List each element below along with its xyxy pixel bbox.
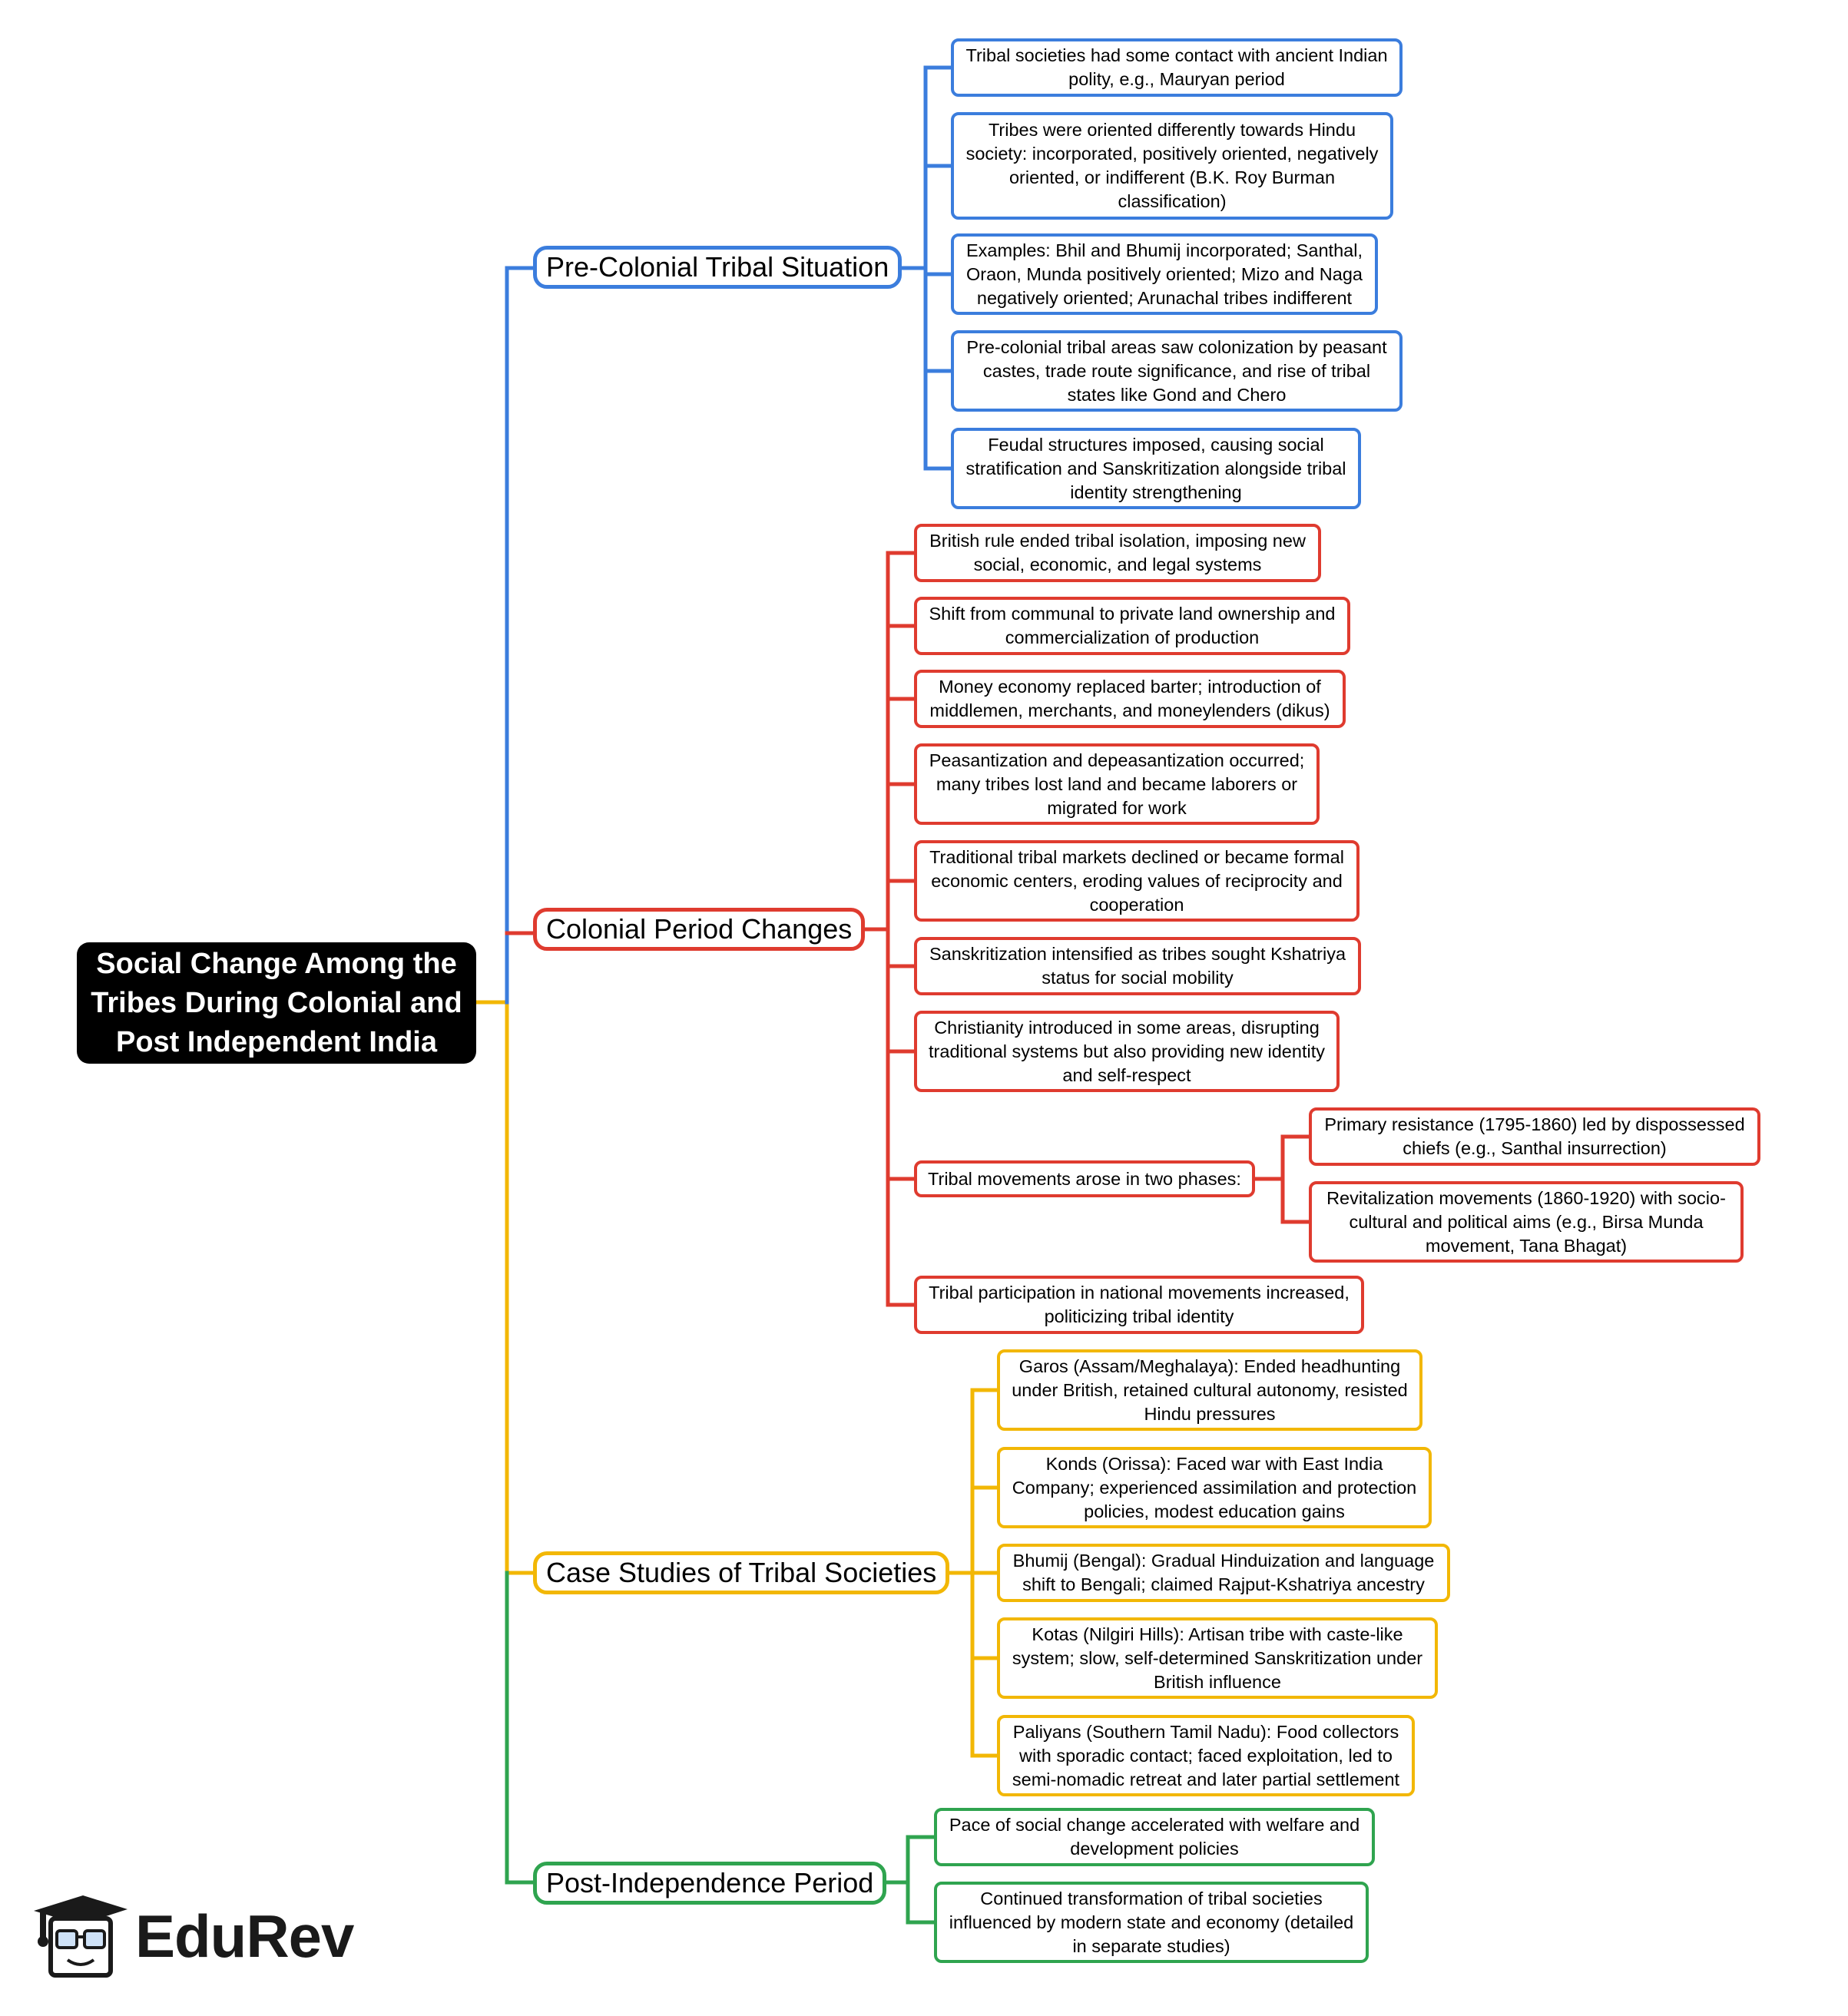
pre-colonial-item: Tribal societies had some contact with a…: [951, 38, 1403, 97]
pre-colonial-item: Feudal structures imposed, causing socia…: [951, 428, 1361, 509]
case-study-item: Garos (Assam/Meghalaya): Ended headhunti…: [997, 1349, 1422, 1431]
graduation-cap-icon: [34, 1895, 128, 1978]
movement-phase-item: Primary resistance (1795-1860) led by di…: [1309, 1107, 1760, 1166]
colonial-item: Money economy replaced barter; introduct…: [914, 670, 1346, 728]
colonial-item: Tribal participation in national movemen…: [914, 1276, 1364, 1334]
colonial-item: Traditional tribal markets declined or b…: [914, 840, 1360, 922]
colonial-item: Christianity introduced in some areas, d…: [914, 1011, 1340, 1092]
colonial-item: Peasantization and depeasantization occu…: [914, 743, 1320, 825]
case-study-item: Kotas (Nilgiri Hills): Artisan tribe wit…: [997, 1617, 1438, 1699]
case-study-item: Bhumij (Bengal): Gradual Hinduization an…: [997, 1544, 1450, 1602]
pre-colonial-item: Tribes were oriented differently towards…: [951, 112, 1393, 220]
pre-colonial-item: Examples: Bhil and Bhumij incorporated; …: [951, 233, 1378, 315]
post-independence-item: Pace of social change accelerated with w…: [934, 1808, 1375, 1866]
colonial-item: Sanskritization intensified as tribes so…: [914, 937, 1361, 995]
branch-pre-colonial: Pre-Colonial Tribal Situation: [533, 246, 902, 289]
branch-post-independence: Post-Independence Period: [533, 1862, 887, 1905]
branch-colonial: Colonial Period Changes: [533, 908, 866, 951]
movement-phase-item: Revitalization movements (1860-1920) wit…: [1309, 1181, 1744, 1263]
case-study-item: Konds (Orissa): Faced war with East Indi…: [997, 1447, 1432, 1528]
colonial-item-movements: Tribal movements arose in two phases:: [914, 1160, 1255, 1197]
logo-text: EduRev: [135, 1902, 354, 1970]
branch-case-studies: Case Studies of Tribal Societies: [533, 1551, 950, 1594]
post-independence-item: Continued transformation of tribal socie…: [934, 1882, 1369, 1963]
edurev-logo: [34, 1895, 128, 1978]
case-study-item: Paliyans (Southern Tamil Nadu): Food col…: [997, 1715, 1415, 1796]
root-title: Social Change Among the Tribes During Co…: [77, 942, 476, 1064]
colonial-item: Shift from communal to private land owne…: [914, 597, 1350, 655]
pre-colonial-item: Pre-colonial tribal areas saw colonizati…: [951, 330, 1403, 412]
colonial-item: British rule ended tribal isolation, imp…: [914, 524, 1321, 582]
